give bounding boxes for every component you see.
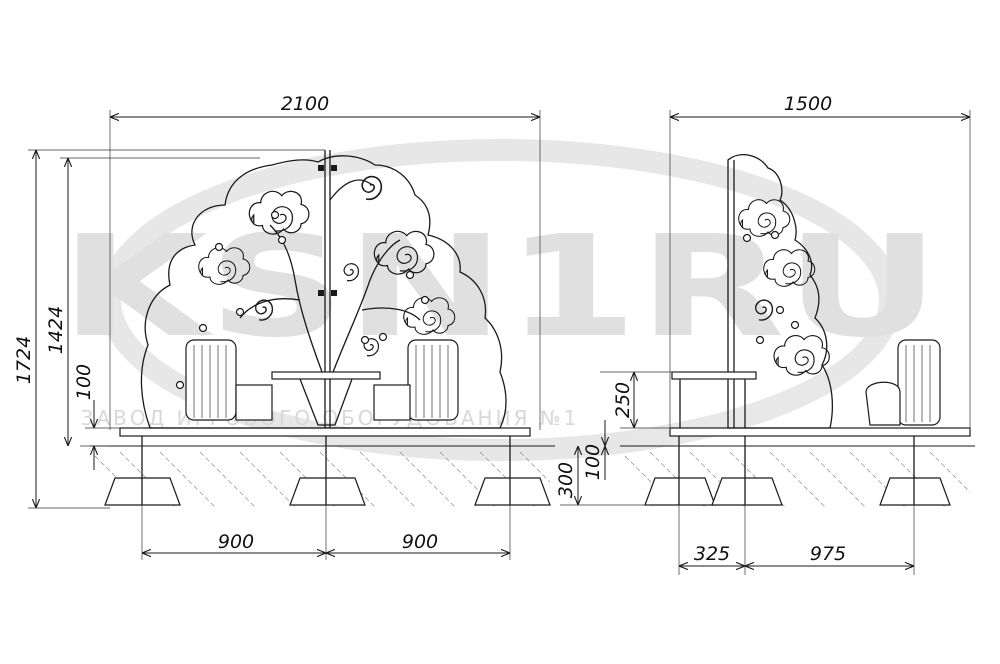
dim-seat-height: 250 (612, 382, 634, 418)
dim-tree-height: 1424 (45, 306, 67, 354)
base-plate-front (119, 427, 531, 437)
side-dimensions: 1500 250 100 300 325 975 (555, 93, 971, 575)
dim-total-height: 1724 (13, 336, 35, 384)
table-front (271, 371, 381, 426)
tree-panel-front (140, 155, 507, 429)
ground-section-front (90, 445, 555, 508)
side-view (620, 154, 975, 508)
dim-front-right-spacing: 900 (402, 531, 438, 553)
dim-ground-front: 100 (73, 364, 95, 400)
dim-side-width: 1500 (784, 93, 832, 115)
watermark-company: ЗАВОД ИГРОВОГО ОБОРУДОВАНИЯ №1 (81, 406, 580, 430)
foundations-side (644, 436, 951, 506)
foundations-front (104, 436, 551, 506)
front-view (90, 150, 555, 508)
base-plate-side (669, 427, 971, 437)
bench-side (865, 339, 941, 426)
bench-right-front (373, 339, 459, 421)
dim-front-width: 2100 (281, 93, 329, 115)
dim-foundation-depth: 300 (555, 462, 577, 498)
dim-side-right-spacing: 975 (810, 543, 846, 565)
dim-ground-side: 100 (582, 444, 604, 480)
table-side (671, 371, 757, 428)
bench-left-front (185, 339, 273, 421)
dim-side-left-spacing: 325 (694, 543, 730, 565)
front-dimensions: 2100 1724 1424 100 900 900 (13, 93, 541, 560)
tree-panel-side (727, 154, 834, 429)
dim-front-left-spacing: 900 (218, 531, 254, 553)
